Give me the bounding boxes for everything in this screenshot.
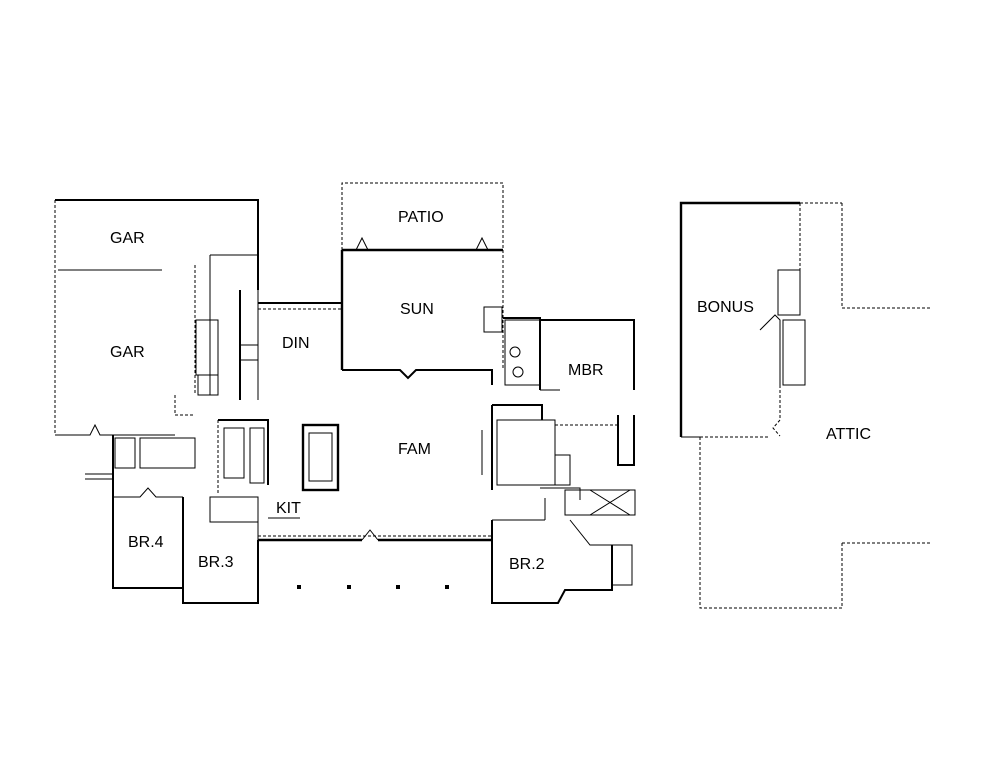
room-label-bonus: BONUS xyxy=(697,299,754,316)
dining-walls xyxy=(257,290,342,400)
room-label-bedroom-4: BR.4 xyxy=(128,534,164,551)
attic-outline xyxy=(699,203,932,609)
room-label-garage-top: GAR xyxy=(110,230,145,247)
room-label-garage-bottom: GAR xyxy=(110,344,145,361)
patio-outline xyxy=(341,182,504,251)
room-label-patio: PATIO xyxy=(398,209,444,226)
bedroom-4-walls xyxy=(85,435,196,589)
bedroom-3-walls xyxy=(182,496,259,604)
room-label-sun: SUN xyxy=(400,301,434,318)
garage-walls xyxy=(54,199,259,436)
master-bedroom-walls xyxy=(503,317,635,391)
room-label-kitchen: KIT xyxy=(276,500,301,517)
bath-closet-walls xyxy=(481,404,636,516)
room-label-dining: DIN xyxy=(282,335,310,352)
room-label-attic: ATTIC xyxy=(826,426,871,443)
room-label-bedroom-3: BR.3 xyxy=(198,554,234,571)
sun-room-walls xyxy=(340,248,504,385)
front-wall xyxy=(258,529,492,589)
room-label-master-bedroom: MBR xyxy=(568,362,604,379)
bedroom-2-walls xyxy=(491,498,633,604)
bonus-room-walls xyxy=(679,201,842,438)
kitchen-walls xyxy=(217,419,340,519)
room-label-family: FAM xyxy=(398,441,431,458)
room-label-bedroom-2: BR.2 xyxy=(509,556,545,573)
